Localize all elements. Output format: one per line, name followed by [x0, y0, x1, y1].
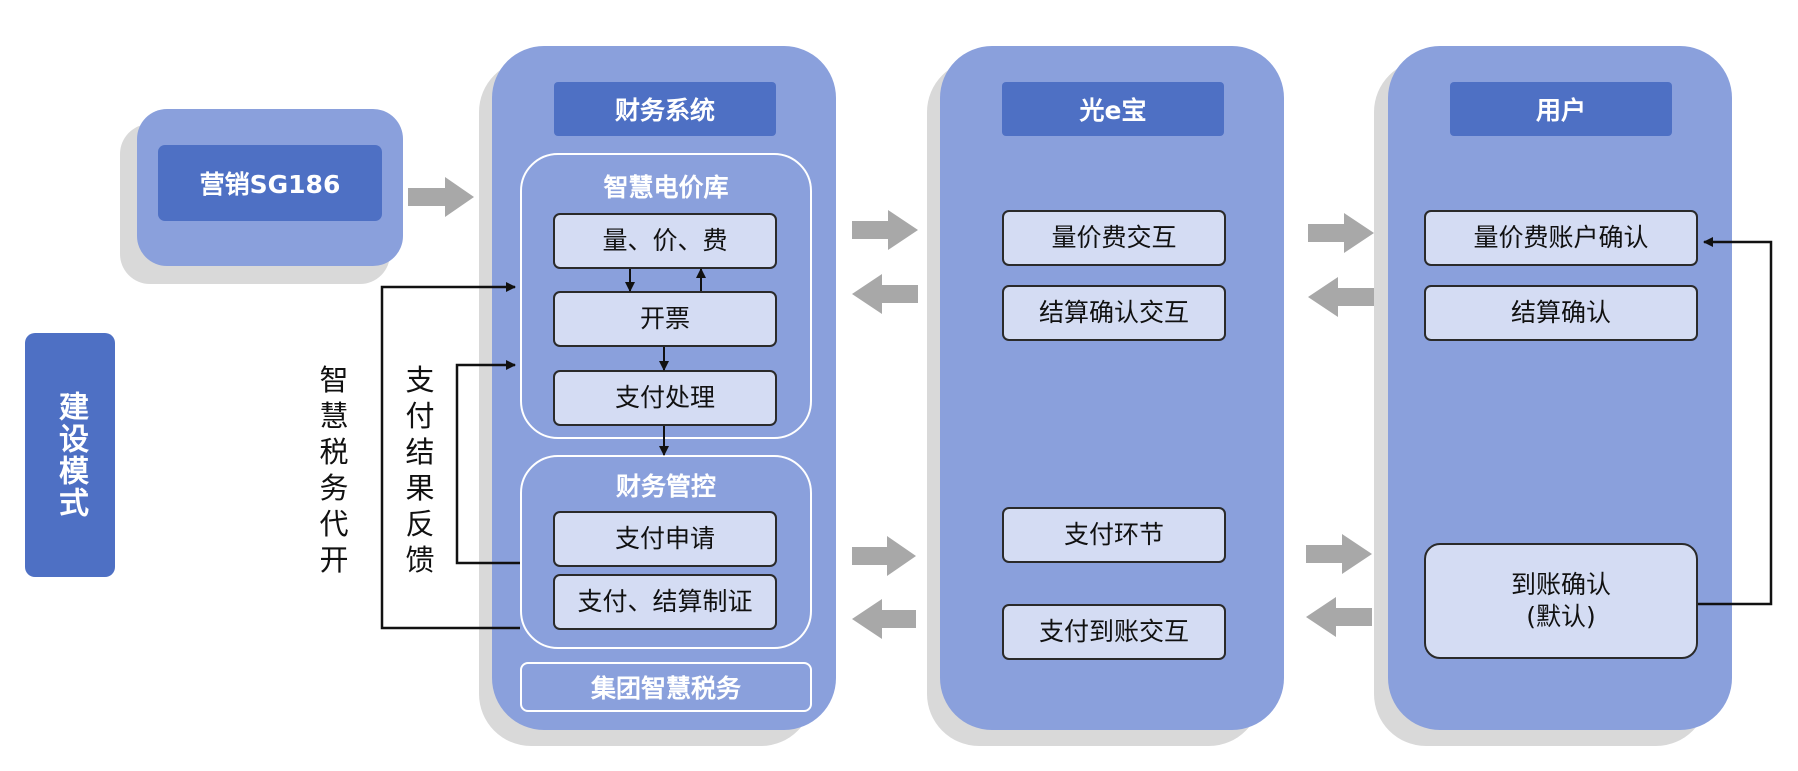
item-account-confirm: 量价费账户确认 [1424, 210, 1698, 266]
item-payment-step: 支付环节 [1002, 507, 1226, 563]
arrow-gey-to-finance-bottom [852, 599, 916, 639]
finance-title: 财务系统 [554, 82, 776, 136]
arrow-user-to-gey-top [1308, 277, 1374, 317]
label-tax-issue: 智慧税务代开 [319, 363, 349, 577]
tax-label: 集团智慧税务 [590, 674, 741, 703]
arrow-gey-to-finance-top [852, 274, 918, 314]
finance-control-group [520, 455, 812, 649]
loop-tax-issue [380, 282, 520, 630]
item-arrival-confirm: 到账确认 (默认) [1424, 543, 1698, 659]
item-quantity-price-fee: 量、价、费 [553, 213, 777, 269]
loop-payment-feedback [455, 360, 520, 565]
finance-control-title: 财务管控 [615, 472, 716, 501]
price-library-group [520, 153, 812, 439]
marketing-title: 营销SG186 [158, 145, 382, 221]
mode-label-box: 建设模式 [25, 333, 115, 577]
item-settlement-confirm: 结算确认 [1424, 285, 1698, 341]
item-invoicing: 开票 [553, 291, 777, 347]
mode-label: 建设模式 [53, 391, 88, 519]
loop-arrival-to-account [1698, 237, 1773, 606]
user-title: 用户 [1450, 82, 1672, 136]
gey-title: 光e宝 [1002, 82, 1224, 136]
item-payment-processing: 支付处理 [553, 370, 777, 426]
tax-box: 集团智慧税务 [520, 662, 812, 712]
arrow-marketing-to-finance [408, 177, 474, 217]
label-payment-feedback: 支付结果反馈 [405, 363, 435, 577]
arrow-gey-to-user-top [1308, 213, 1374, 253]
item-payment-settlement-voucher: 支付、结算制证 [553, 574, 777, 630]
arrow-finance-to-gey-top [852, 210, 918, 250]
item-settlement-confirm-interaction: 结算确认交互 [1002, 285, 1226, 341]
price-library-title: 智慧电价库 [603, 173, 729, 202]
arrow-finance-to-gey-bottom [852, 536, 916, 576]
arrow-gey-to-user-bottom [1306, 534, 1372, 574]
item-payment-application: 支付申请 [553, 511, 777, 567]
item-payment-arrival-interaction: 支付到账交互 [1002, 604, 1226, 660]
arrow-user-to-gey-bottom [1306, 597, 1372, 637]
item-quantity-price-fee-interaction: 量价费交互 [1002, 210, 1226, 266]
